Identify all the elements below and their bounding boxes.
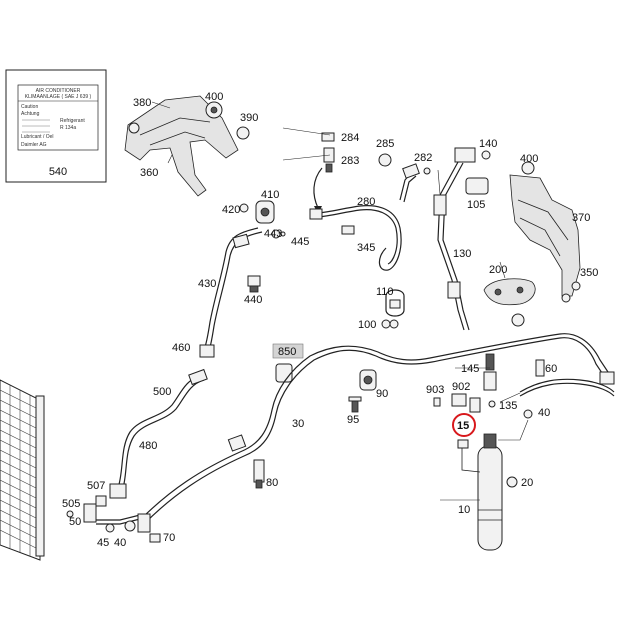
- part-label-420: 420: [222, 204, 240, 216]
- part-label-20: 20: [521, 477, 533, 489]
- part-label-135: 135: [499, 400, 517, 412]
- label-sheet-line: Daimler AG: [21, 142, 47, 148]
- part-label-370: 370: [572, 212, 590, 224]
- highlight-part-15: [452, 413, 476, 437]
- pipe-60: [483, 353, 615, 397]
- part-label-540: 540: [49, 166, 67, 178]
- condenser: [0, 379, 45, 561]
- label-sheet-line: Achtung: [21, 111, 40, 117]
- part-label-850: 850: [278, 346, 296, 358]
- part-label-50: 50: [69, 516, 81, 528]
- part-label-284: 284: [341, 132, 359, 144]
- part-label-345: 345: [357, 242, 375, 254]
- part-label-130: 130: [453, 248, 471, 260]
- part-label-480: 480: [139, 440, 157, 452]
- cap-850: [272, 343, 304, 383]
- label-sheet-540: AIR CONDITIONER KLIMAANLAGE ( SAE J 639 …: [5, 69, 107, 183]
- part-label-440: 440: [244, 294, 262, 306]
- part-label-410: 410: [261, 189, 279, 201]
- bracket-assembly-360: [124, 95, 250, 197]
- pipe-480: [109, 368, 208, 499]
- fitting-90-95: [348, 369, 377, 413]
- part-label-430: 430: [198, 278, 216, 290]
- pipe-280: [309, 153, 431, 271]
- part-label-140: 140: [479, 138, 497, 150]
- part-label-40b: 40: [114, 537, 126, 549]
- part-label-15: 15: [457, 420, 469, 432]
- part-label-507: 507: [87, 480, 105, 492]
- part-label-40: 40: [538, 407, 550, 419]
- part-labels: 380 400 390 360 284 283 285 282 140 105 …: [62, 91, 598, 549]
- pipe-430: [199, 227, 263, 358]
- part-label-390: 390: [240, 112, 258, 124]
- label-sheet-line: Refrigerant: [60, 118, 85, 124]
- label-sheet-line: R 134a: [60, 125, 76, 131]
- part-label-400b: 400: [520, 153, 538, 165]
- label-sheet-title-2: KLIMAANLAGE ( SAE J 639 ): [25, 94, 92, 100]
- part-label-100: 100: [358, 319, 376, 331]
- part-label-200: 200: [489, 264, 507, 276]
- part-label-30: 30: [292, 418, 304, 430]
- fittings-410-445: [239, 200, 286, 293]
- part-label-280: 280: [357, 196, 375, 208]
- part-label-110: 110: [376, 286, 394, 298]
- part-label-400: 400: [205, 91, 223, 103]
- valve-cap-283-284: [313, 132, 335, 214]
- part-label-445: 445: [291, 236, 309, 248]
- receiver-bracket-200: [483, 278, 536, 327]
- pipe-130: [433, 147, 491, 331]
- bracket-assembly-370: [509, 161, 581, 303]
- part-label-10: 10: [458, 504, 470, 516]
- part-label-283: 283: [341, 155, 359, 167]
- part-label-90: 90: [376, 388, 388, 400]
- part-label-360: 360: [140, 167, 158, 179]
- part-label-45: 45: [97, 537, 109, 549]
- label-sheet-line: Caution: [21, 104, 38, 110]
- part-label-443: 443: [264, 228, 282, 240]
- part-label-105: 105: [467, 199, 485, 211]
- part-label-460: 460: [172, 342, 190, 354]
- fitting-80: [253, 459, 265, 489]
- part-label-285: 285: [376, 138, 394, 150]
- part-label-505: 505: [62, 498, 80, 510]
- receiver-dryer-10: [457, 409, 533, 551]
- part-label-95: 95: [347, 414, 359, 426]
- fittings-lower-left: [66, 495, 161, 543]
- leader-lines: [282, 127, 521, 501]
- part-label-80: 80: [266, 477, 278, 489]
- part-label-70: 70: [163, 532, 175, 544]
- part-label-60: 60: [545, 363, 557, 375]
- part-label-380: 380: [133, 97, 151, 109]
- label-sheet-title-1: AIR CONDITIONER: [36, 88, 81, 94]
- pipe-30: [139, 333, 615, 525]
- clamp-100-110: [381, 289, 405, 329]
- part-label-902: 902: [452, 381, 470, 393]
- part-label-350: 350: [580, 267, 598, 279]
- part-label-500: 500: [153, 386, 171, 398]
- pressure-switch-902: [433, 393, 496, 413]
- part-label-145: 145: [461, 363, 479, 375]
- label-sheet-line: Lubricant / Oel: [21, 134, 54, 140]
- part-label-282: 282: [414, 152, 432, 164]
- part-label-903: 903: [426, 384, 444, 396]
